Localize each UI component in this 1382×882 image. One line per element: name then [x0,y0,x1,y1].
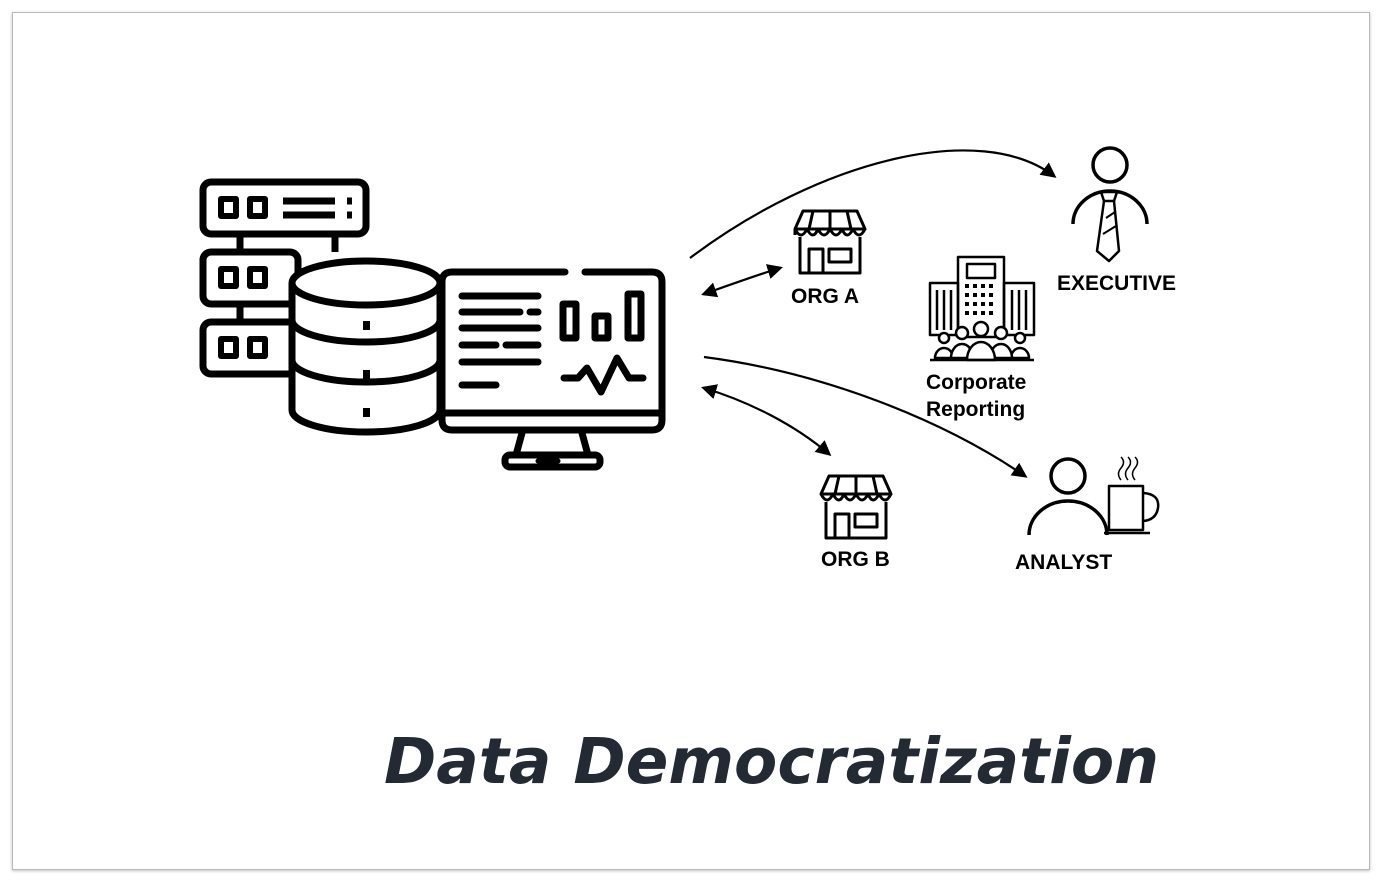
corporate-reporting-label-line1: Corporate [926,371,1027,394]
executive-icon [1071,146,1149,263]
dashboard-monitor-icon [438,268,666,471]
diagram-frame [12,12,1370,870]
org-a-label: ORG A [791,285,860,308]
store-icon [819,474,893,540]
analyst-label: ANALYST [1015,551,1113,574]
executive-label: EXECUTIVE [1057,272,1177,295]
server-rack-icon [199,178,370,378]
arrow-to-analyst [703,355,1028,478]
arrow-org-a [701,264,783,298]
coffee-cup-icon [1104,456,1160,535]
office-building-icon [928,255,1036,362]
database-icon [288,257,444,436]
corporate-reporting-label-line2: Reporting [926,398,1026,421]
diagram-title: Data Democratization [384,725,1159,798]
connector-arrows [689,149,1057,478]
org-b-label: ORG B [821,548,890,571]
analyst-icon [1027,457,1109,536]
store-icon [793,209,867,275]
arrow-to-executive [689,149,1057,259]
arrow-org-b [701,384,832,456]
